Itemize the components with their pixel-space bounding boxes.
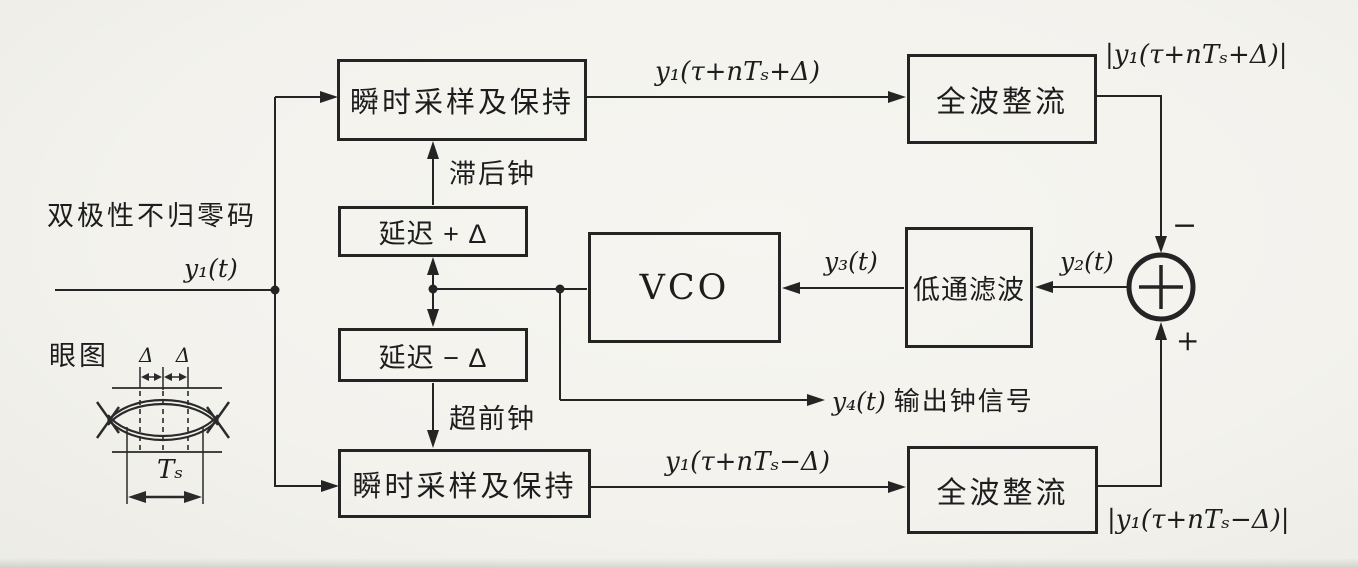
label-eye-period: Tₛ — [157, 455, 184, 485]
junction-delay-split — [428, 284, 438, 294]
arrowhead-summer-minus-input — [1155, 236, 1167, 253]
arrowhead-into-lpf — [1035, 281, 1053, 293]
label-rectified-early: |y₁(τ+nTₛ−Δ)| — [1107, 505, 1290, 535]
label-clock-output-text: 输出钟信号 — [893, 386, 1034, 416]
arrowhead-into-top-sample-hold — [320, 91, 338, 103]
label-input-code: 双极性不归零码 — [47, 201, 257, 231]
label-input-signal: y₁(t) — [184, 254, 238, 283]
top-rectifier-to-summer — [1097, 95, 1162, 238]
block-rectifier-top: 全波整流 — [907, 54, 1097, 144]
block-delay-minus: 延迟 − Δ — [338, 328, 528, 382]
summing-node — [1126, 252, 1196, 322]
label-y2: y₂(t) — [1060, 247, 1114, 276]
bottom-rectifier-to-summer — [1098, 340, 1162, 487]
arrowhead-into-delay-minus — [427, 309, 439, 327]
arrowhead-clock-output — [807, 394, 825, 406]
scan-shadow — [0, 558, 1358, 568]
arrowhead-lag-clock — [427, 141, 439, 159]
arrowhead-into-bottom-rectifier — [888, 481, 906, 493]
arrowhead-into-top-rectifier — [888, 91, 906, 103]
block-delay-plus: 延迟 + Δ — [338, 206, 528, 257]
arrowhead-summer-plus-input — [1155, 322, 1167, 340]
label-sampled-late: y₁(τ+nTₛ+Δ) — [655, 57, 820, 87]
label-sampled-early: y₁(τ+nTₛ−Δ) — [665, 447, 830, 477]
junction-input-branch — [270, 285, 280, 295]
arrowhead-lead-clock — [427, 430, 439, 448]
arrowhead-into-bottom-sample-hold — [321, 480, 339, 492]
label-rectified-late: |y₁(τ+nTₛ+Δ)| — [1105, 40, 1288, 70]
label-clock-output-signal: y₄(t) — [832, 387, 886, 416]
label-summer-minus: − — [1172, 208, 1198, 243]
label-eye-title: 眼图 — [49, 341, 109, 371]
label-eye-deltas: Δ Δ — [139, 343, 199, 367]
block-sample-hold-top: 瞬时采样及保持 — [337, 59, 587, 141]
junction-dots — [270, 284, 565, 295]
arrowhead-into-vco — [782, 282, 800, 294]
arrowheads — [320, 91, 1167, 493]
label-clock-output: y₄(t)输出钟信号 — [832, 381, 1034, 418]
eye-diagram — [96, 367, 230, 504]
block-lpf: 低通滤波 — [905, 227, 1033, 348]
junction-clock-output — [555, 284, 565, 294]
label-lag-clock: 滞后钟 — [449, 159, 536, 189]
label-summer-plus: + — [1176, 324, 1200, 357]
arrowhead-into-delay-plus — [427, 257, 439, 275]
label-y3: y₃(t) — [824, 247, 878, 276]
block-rectifier-bottom: 全波整流 — [907, 446, 1098, 534]
block-vco: VCO — [588, 232, 781, 343]
label-lead-clock: 超前钟 — [449, 404, 536, 434]
block-sample-hold-bottom: 瞬时采样及保持 — [338, 449, 591, 518]
